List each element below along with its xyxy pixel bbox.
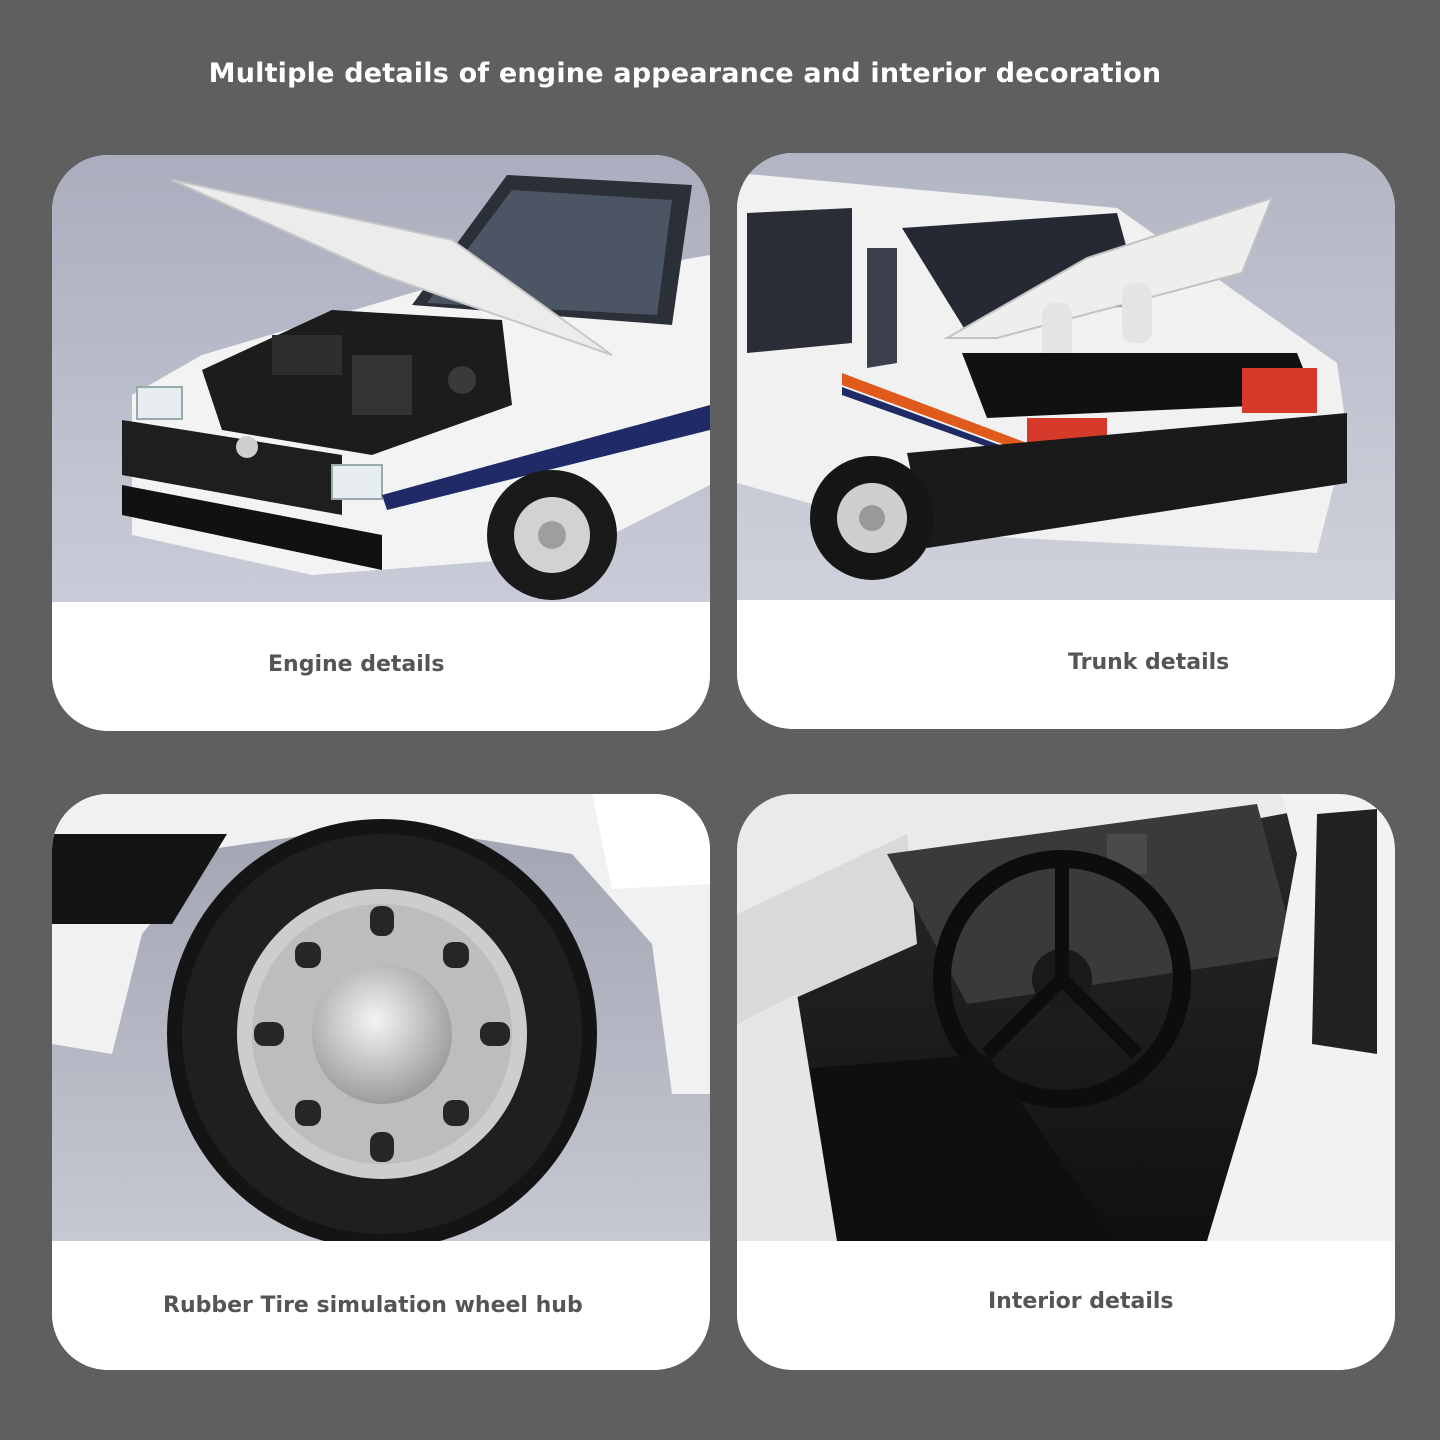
tire-wheel-illustration	[52, 794, 710, 1241]
trunk-caption-area: Trunk details	[737, 600, 1395, 729]
interior-caption: Interior details	[988, 1289, 1174, 1314]
trunk-photo	[737, 153, 1395, 600]
trunk-details-card: Trunk details	[737, 153, 1395, 729]
engine-caption-area: Engine details	[52, 602, 710, 731]
interior-photo	[737, 794, 1395, 1241]
page-title: Multiple details of engine appearance an…	[208, 58, 1162, 89]
tire-details-card: Rubber Tire simulation wheel hub	[52, 794, 710, 1370]
trunk-car-illustration	[737, 153, 1395, 600]
tire-caption: Rubber Tire simulation wheel hub	[163, 1293, 583, 1318]
tire-caption-area: Rubber Tire simulation wheel hub	[52, 1241, 710, 1370]
interior-caption-area: Interior details	[737, 1241, 1395, 1370]
trunk-caption: Trunk details	[1068, 650, 1230, 675]
engine-details-card: Engine details	[52, 155, 710, 731]
interior-details-card: Interior details	[737, 794, 1395, 1370]
engine-caption: Engine details	[268, 652, 445, 677]
interior-dashboard-illustration	[737, 794, 1395, 1241]
engine-car-illustration	[52, 155, 710, 602]
tire-photo	[52, 794, 710, 1241]
engine-photo	[52, 155, 710, 602]
